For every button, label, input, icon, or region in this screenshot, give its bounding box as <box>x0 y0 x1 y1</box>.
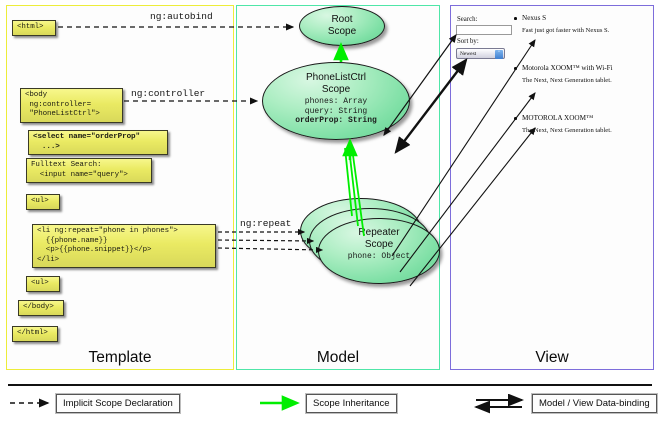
phone-snippet: The Next, Next Generation tablet. <box>522 127 612 134</box>
scope-root-title: Root Scope <box>327 14 357 37</box>
code-html-open-tag: <html> <box>12 20 56 36</box>
scope-prop-phone: phone: Object <box>347 252 411 261</box>
phone-name: MOTOROLA XOOM™ <box>522 114 594 122</box>
panel-label-view: View <box>535 349 569 366</box>
bullet-icon <box>514 17 517 20</box>
scope-prop-query: query: String <box>304 106 368 116</box>
code-html-close-tag: </html> <box>12 326 58 342</box>
sort-by-select[interactable]: Newest ↕ <box>456 48 505 59</box>
panel-model: Model <box>236 5 440 370</box>
arrow-label-ng-autobind: ng:autobind <box>150 11 213 22</box>
scope-prop-orderprop: orderProp: String <box>295 116 377 125</box>
phone-snippet: The Next, Next Generation tablet. <box>522 77 612 84</box>
panel-label-template: Template <box>88 349 152 366</box>
legend-label-implicit-scope-declaration: Implicit Scope Declaration <box>55 393 181 414</box>
scope-repeater: Repeater Scope phone: Object <box>318 218 440 284</box>
phone-snippet: Fast just got faster with Nexus S. <box>522 27 610 34</box>
phone-list-item: MOTOROLA XOOM™ The Next, Next Generation… <box>514 114 612 134</box>
legend-divider <box>8 384 652 386</box>
code-body-controller: <body ng:controller= "PhoneListCtrl"> <box>20 88 123 123</box>
chevron-updown-icon: ↕ <box>495 49 503 59</box>
bullet-icon <box>514 67 517 70</box>
dashed-arrow-icon <box>10 398 50 408</box>
panel-label-model: Model <box>316 349 360 366</box>
green-arrow-icon <box>260 395 300 411</box>
phone-list-item: Nexus S Fast just got faster with Nexus … <box>514 14 610 34</box>
view-app-preview: Search: Sort by: Newest ↕ Nexus S Fast j… <box>452 7 652 337</box>
search-label: Search: <box>457 16 478 23</box>
search-input[interactable] <box>456 25 512 35</box>
scope-phonelistctrl: PhoneListCtrl Scope phones: Array query:… <box>262 62 410 140</box>
legend-label-model-view-data-binding: Model / View Data-binding <box>531 393 658 414</box>
phone-name: Motorola XOOM™ with Wi-Fi <box>522 64 613 72</box>
scope-root: Root Scope <box>299 6 385 46</box>
legend-label-scope-inheritance: Scope Inheritance <box>305 393 398 414</box>
phone-list-item: Motorola XOOM™ with Wi-Fi The Next, Next… <box>514 64 613 84</box>
code-li-ng-repeat: <li ng:repeat="phone in phones"> {{phone… <box>32 224 216 268</box>
scope-phonelistctrl-title: PhoneListCtrl Scope <box>305 72 367 95</box>
code-ul-open-tag: <ul> <box>26 194 60 210</box>
scope-repeater-props: phone: Object <box>319 252 439 262</box>
arrow-label-ng-repeat: ng:repeat <box>240 218 292 229</box>
bullet-icon <box>514 117 517 120</box>
double-arrow-icon <box>474 394 524 414</box>
scope-repeater-title: Repeater Scope <box>358 227 400 250</box>
scope-phonelistctrl-props: phones: Array query: String orderProp: S… <box>263 97 409 126</box>
phone-name: Nexus S <box>522 14 547 22</box>
arrow-label-ng-controller: ng:controller <box>131 88 206 99</box>
scope-prop-phones: phones: Array <box>304 97 368 106</box>
code-fulltext-search: Fulltext Search: <input name="query"> <box>26 158 152 183</box>
code-select-orderprop: <select name="orderProp" ...> <box>28 130 168 155</box>
code-body-close-tag: </body> <box>18 300 64 316</box>
sort-by-selected-value: Newest <box>460 51 477 57</box>
sort-by-label: Sort by: <box>457 38 479 45</box>
code-ul-close-tag: <ul> <box>26 276 60 292</box>
